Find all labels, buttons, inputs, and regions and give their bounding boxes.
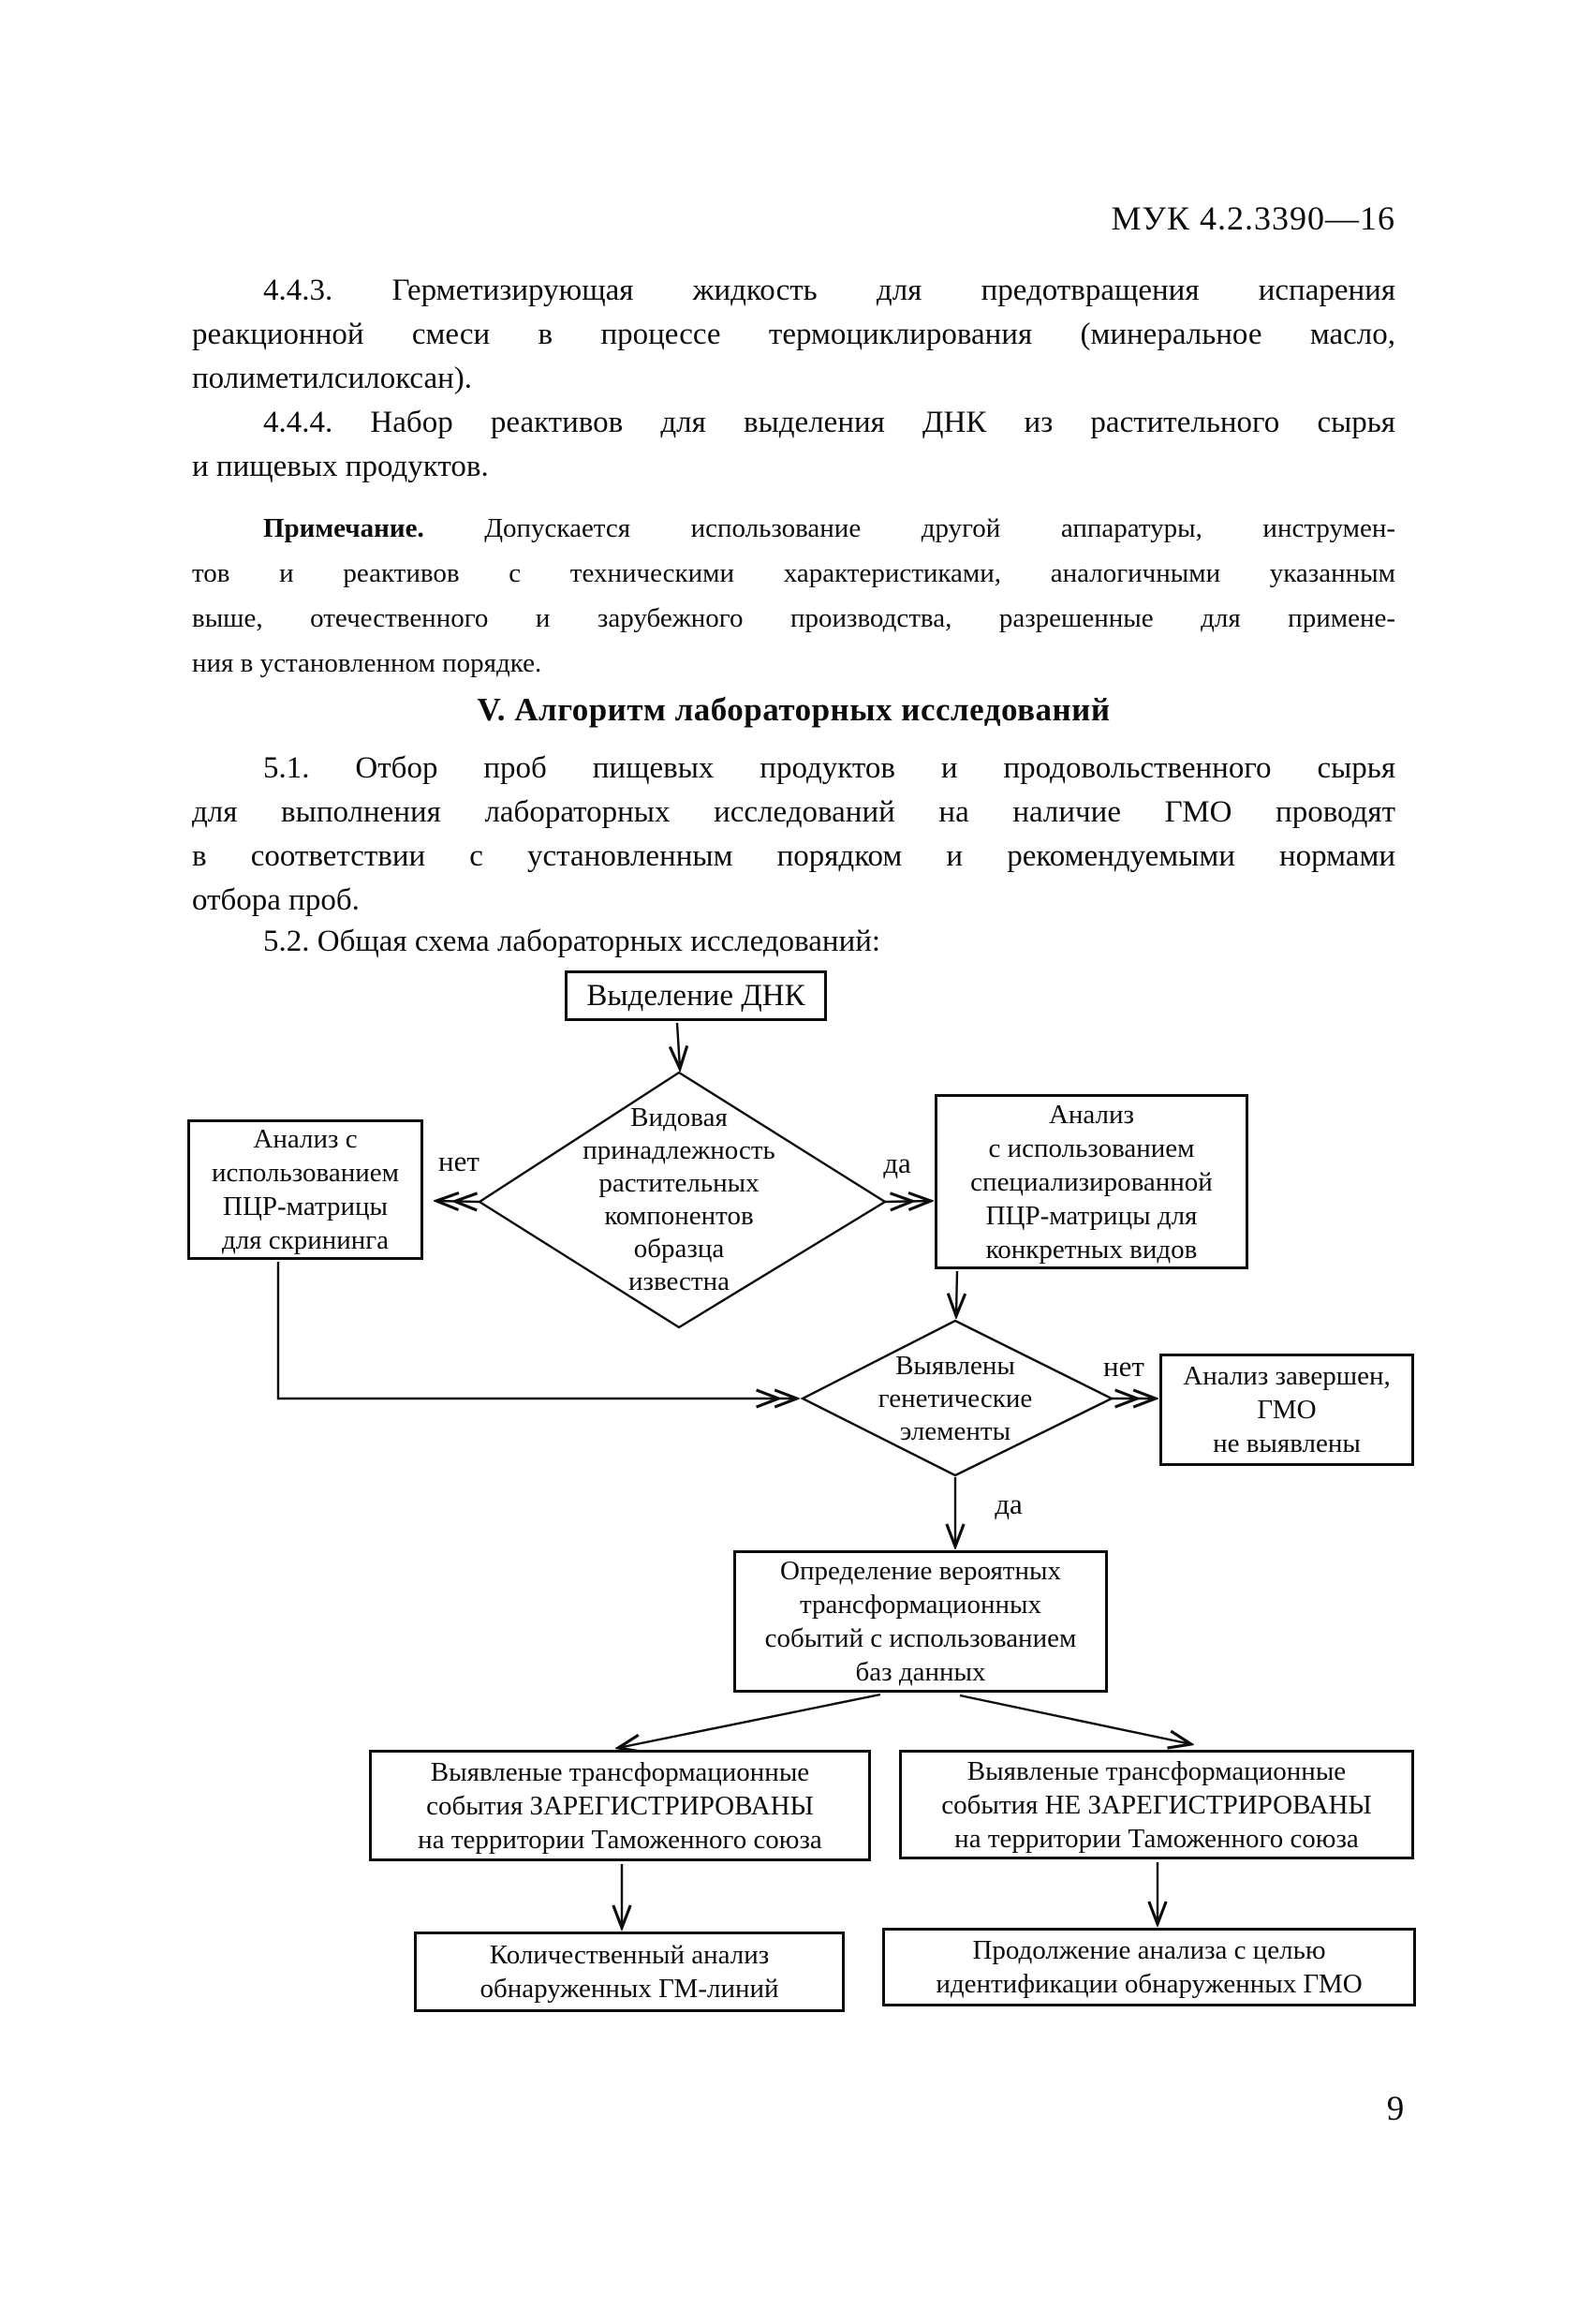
doc-code-header: МУК 4.2.3390—16	[1111, 200, 1395, 237]
edge-species-no	[436, 1201, 480, 1202]
text-line: тов и реактивов с техническими характери…	[192, 558, 1395, 588]
text-line: 5.1. Отбор проб пищевых продуктов и прод…	[263, 751, 1395, 785]
text-line: 5.2. Общая схема лабораторных исследован…	[263, 925, 881, 958]
text-line: ния в установленном порядке.	[192, 648, 542, 678]
node-screening-pcr: Анализ с использованием ПЦР-матрицы для …	[187, 1119, 423, 1260]
edge-events-to-not-registered	[959, 1694, 1191, 1744]
note-first-line: Примечание. Допускается использование др…	[192, 506, 1395, 551]
edge-label-yes-2: да	[995, 1488, 1023, 1520]
text-line: полиметилсилоксан).	[192, 362, 473, 395]
node-registered: Выявленые трансформационные события ЗАРЕ…	[369, 1750, 871, 1861]
paragraph-5-2: 5.2. Общая схема лабораторных исследован…	[192, 920, 1395, 964]
edge-species-yes	[884, 1201, 931, 1202]
node-quantitative: Количественный анализ обнаруженных ГМ-ли…	[414, 1932, 845, 2012]
edge-dna-to-species	[677, 1022, 680, 1069]
node-not-registered: Выявленые трансформационные события НЕ З…	[899, 1750, 1414, 1859]
text-line: в соответствии с установленным порядком …	[192, 839, 1395, 873]
text-line: 4.4.4. Набор реактивов для выделения ДНК…	[263, 406, 1395, 439]
note-rest-lines: тов и реактивов с техническими характери…	[192, 551, 1395, 686]
node-specialized-pcr: Анализ с использованием специализированн…	[935, 1094, 1248, 1269]
node-probable-events: Определение вероятных трансформационных …	[733, 1550, 1108, 1693]
node-continue-id: Продолжение анализа с целью идентификаци…	[882, 1928, 1416, 2006]
edge-label-yes-1: да	[883, 1147, 911, 1179]
edge-label-no-2: нет	[1103, 1350, 1144, 1383]
node-genetic-found-text: Выявлены генетические элементы	[878, 1350, 1033, 1446]
text-line: 4.4.3. Герметизирующая жидкость для пред…	[263, 274, 1395, 307]
text-line: выше, отечественного и зарубежного произ…	[192, 603, 1395, 633]
node-species-known-text: Видовая принадлежность растительных комп…	[583, 1103, 775, 1296]
text-line: и пищевых продуктов.	[192, 450, 489, 483]
text-line: отбора проб.	[192, 883, 360, 917]
node-extract-dna: Выделение ДНК	[565, 970, 827, 1021]
note-line1-rest: Допускается использование другой аппарат…	[423, 513, 1395, 543]
paragraph-5-1: 5.1. Отбор проб пищевых продуктов и прод…	[192, 747, 1395, 923]
page-number: 9	[1386, 2090, 1405, 2128]
note-paragraph: Примечание. Допускается использование др…	[192, 506, 1395, 686]
note-label: Примечание.	[263, 513, 424, 543]
node-analysis-done: Анализ завершен, ГМО не выявлены	[1159, 1354, 1414, 1466]
edge-events-to-registered	[618, 1693, 881, 1748]
text-line: для выполнения лабораторных исследований…	[192, 795, 1395, 829]
text-line: реакционной смеси в процессе термоциклир…	[192, 318, 1395, 351]
edge-specialized-to-genetic	[956, 1270, 957, 1316]
section-heading-v: V. Алгоритм лабораторных исследований	[477, 691, 1111, 728]
paragraph-4-4-4: 4.4.4. Набор реактивов для выделения ДНК…	[192, 401, 1395, 489]
paragraph-4-4-3: 4.4.3. Герметизирующая жидкость для пред…	[192, 269, 1395, 401]
edge-label-no-1: нет	[438, 1145, 479, 1177]
